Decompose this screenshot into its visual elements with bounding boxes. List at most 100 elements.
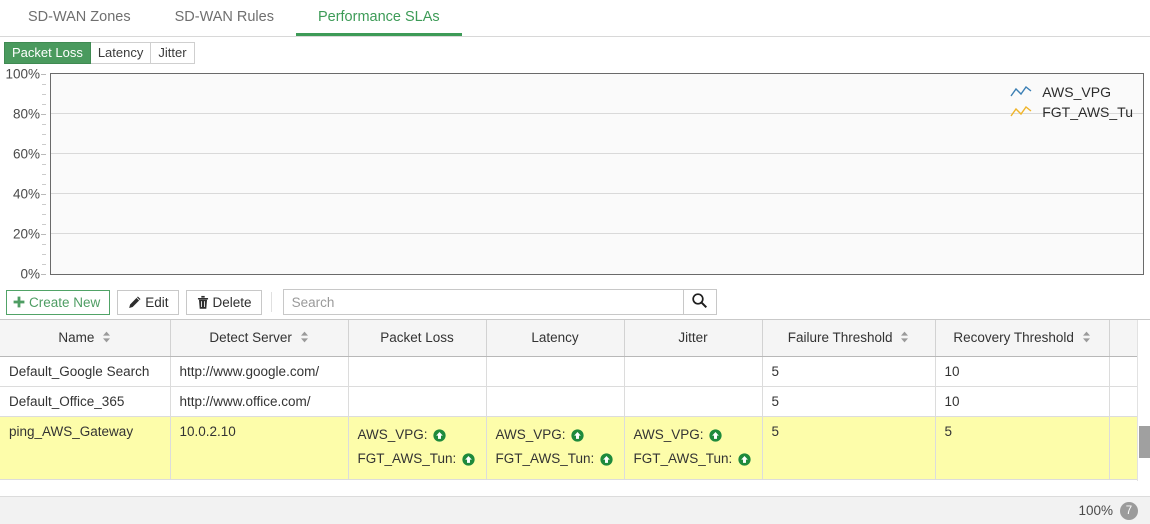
- pencil-icon: [127, 295, 142, 310]
- cell-packet-loss: AWS_VPG: FGT_AWS_Tun:: [348, 416, 487, 480]
- column-header-jitter[interactable]: Jitter: [624, 320, 763, 357]
- column-header-packet-loss[interactable]: Packet Loss: [348, 320, 487, 357]
- chart-plot-area[interactable]: AWS_VPG FGT_AWS_Tu: [50, 73, 1144, 275]
- cell-detect-server: 10.0.2.10: [170, 416, 349, 480]
- cell-jitter: [624, 356, 763, 387]
- cell-recovery-threshold: 5: [935, 416, 1110, 480]
- search-input[interactable]: [282, 289, 683, 315]
- performance-sla-table: Name Detect Server Packet Loss Latency: [0, 319, 1150, 481]
- y-tick-minor: [42, 264, 46, 265]
- column-label: Recovery Threshold: [953, 329, 1074, 345]
- column-label: Latency: [531, 330, 579, 346]
- y-tick-minor: [42, 94, 46, 95]
- create-new-button[interactable]: Create New: [6, 289, 111, 315]
- status-up-icon: [433, 427, 446, 448]
- create-new-label: Create New: [29, 294, 101, 310]
- table-row[interactable]: Default_Google Search http://www.google.…: [0, 356, 1141, 387]
- zoom-level: 100%: [1078, 503, 1113, 518]
- sla-member-row: AWS_VPG:: [634, 424, 753, 448]
- sort-icon[interactable]: [1082, 331, 1091, 346]
- sla-member-label: FGT_AWS_Tun:: [633, 450, 733, 466]
- y-tick-major: [41, 154, 46, 155]
- plus-icon: [12, 295, 26, 309]
- search-button[interactable]: [682, 289, 717, 315]
- cell-name: ping_AWS_Gateway: [0, 416, 171, 480]
- y-tick-minor: [42, 204, 46, 205]
- sort-icon[interactable]: [300, 331, 309, 346]
- status-up-icon: [462, 451, 475, 472]
- subtab-jitter[interactable]: Jitter: [151, 41, 195, 64]
- column-header-latency[interactable]: Latency: [486, 320, 625, 357]
- cell-packet-loss: [348, 386, 487, 417]
- subtab-latency[interactable]: Latency: [90, 41, 152, 64]
- cell-failure-threshold: 5: [762, 416, 936, 480]
- status-up-icon: [600, 451, 613, 472]
- tab-label: SD-WAN Rules: [174, 8, 274, 25]
- cell-overflow: [1109, 416, 1141, 480]
- cell-name: Default_Google Search: [0, 356, 171, 387]
- column-header-detect-server[interactable]: Detect Server: [170, 320, 349, 357]
- table-vertical-scrollbar[interactable]: [1137, 320, 1150, 481]
- subtab-packet-loss[interactable]: Packet Loss: [4, 41, 91, 64]
- legend-item-aws-vpg[interactable]: AWS_VPG: [1010, 84, 1133, 100]
- delete-button[interactable]: Delete: [185, 289, 262, 315]
- legend-label: AWS_VPG: [1042, 84, 1111, 100]
- cell-detect-server: http://www.office.com/: [170, 386, 349, 417]
- legend-item-fgt-aws-tun[interactable]: FGT_AWS_Tu: [1010, 104, 1133, 120]
- column-label: Jitter: [678, 330, 708, 346]
- status-bar: 100% 7: [0, 496, 1150, 524]
- chart-gridline: [51, 233, 1143, 234]
- tab-performance-slas[interactable]: Performance SLAs: [295, 0, 462, 36]
- scrollbar-thumb[interactable]: [1139, 426, 1150, 458]
- y-tick-label: 60%: [12, 146, 40, 162]
- column-header-name[interactable]: Name: [0, 320, 171, 357]
- cell-jitter: AWS_VPG: FGT_AWS_Tun:: [624, 416, 763, 480]
- edit-button[interactable]: Edit: [117, 289, 179, 315]
- packet-loss-chart: 100% 80% 60% 40% 20% 0%: [0, 67, 1150, 285]
- column-header-recovery-threshold[interactable]: Recovery Threshold: [935, 320, 1110, 357]
- status-up-icon: [709, 427, 722, 448]
- delete-label: Delete: [212, 294, 252, 310]
- table-row[interactable]: Default_Office_365 http://www.office.com…: [0, 386, 1141, 417]
- y-tick-minor: [42, 144, 46, 145]
- y-tick-major: [41, 74, 46, 75]
- sort-icon[interactable]: [102, 331, 111, 346]
- main-tab-strip: SD-WAN Zones SD-WAN Rules Performance SL…: [0, 0, 1150, 37]
- tab-label: SD-WAN Zones: [28, 8, 131, 25]
- sla-member-label: AWS_VPG:: [633, 426, 704, 442]
- y-tick-minor: [42, 224, 46, 225]
- y-tick-label: 40%: [12, 186, 40, 202]
- column-header-failure-threshold[interactable]: Failure Threshold: [762, 320, 936, 357]
- y-tick-major: [41, 194, 46, 195]
- column-label: Packet Loss: [380, 330, 454, 346]
- y-tick-major: [41, 234, 46, 235]
- chart-gridline: [51, 153, 1143, 154]
- row-count-badge: 7: [1120, 501, 1138, 520]
- y-tick-major: [41, 114, 46, 115]
- metric-toggle-group: Packet Loss Latency Jitter: [0, 37, 1150, 67]
- sla-member-row: FGT_AWS_Tun:: [358, 448, 477, 472]
- tab-sd-wan-rules[interactable]: SD-WAN Rules: [153, 0, 296, 36]
- y-tick-minor: [42, 174, 46, 175]
- table-toolbar: Create New Edit Delete: [0, 285, 1150, 319]
- sort-icon[interactable]: [900, 331, 909, 346]
- status-up-icon: [738, 451, 751, 472]
- cell-failure-threshold: 5: [762, 386, 936, 417]
- trash-icon: [196, 295, 210, 310]
- sla-member-row: AWS_VPG:: [496, 424, 615, 448]
- column-label: Detect Server: [209, 329, 292, 345]
- chart-y-axis: 100% 80% 60% 40% 20% 0%: [0, 67, 46, 285]
- chart-gridline: [51, 113, 1143, 114]
- cell-latency: AWS_VPG: FGT_AWS_Tun:: [486, 416, 625, 480]
- cell-recovery-threshold: 10: [935, 386, 1110, 417]
- chart-legend: AWS_VPG FGT_AWS_Tu: [1010, 84, 1133, 120]
- tab-sd-wan-zones[interactable]: SD-WAN Zones: [6, 0, 153, 36]
- cell-packet-loss: [348, 356, 487, 387]
- column-header-overflow[interactable]: [1109, 320, 1141, 357]
- y-tick-minor: [42, 104, 46, 105]
- cell-failure-threshold: 5: [762, 356, 936, 387]
- table-row[interactable]: ping_AWS_Gateway 10.0.2.10 AWS_VPG: FGT_…: [0, 416, 1141, 480]
- y-tick-minor: [42, 184, 46, 185]
- line-series-icon: [1010, 85, 1032, 99]
- sla-member-row: AWS_VPG:: [358, 424, 477, 448]
